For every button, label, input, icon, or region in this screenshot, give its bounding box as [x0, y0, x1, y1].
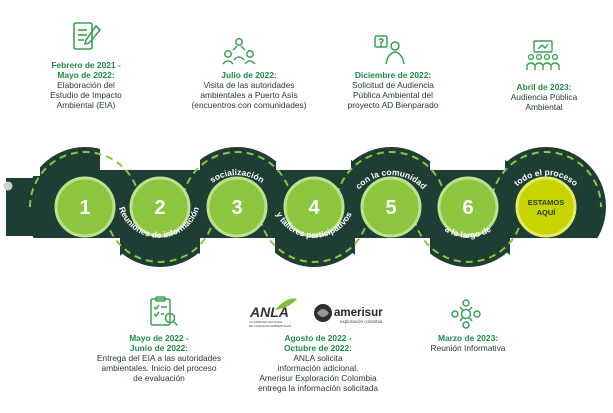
milestone-text: Audiencia Pública: [510, 92, 578, 102]
wave-mask: [355, 238, 430, 278]
wave-mask: [0, 238, 120, 278]
anla-name: ANLA: [249, 304, 289, 320]
milestone-may2022: Mayo de 2022 - Junio de 2022: Entrega de…: [84, 333, 234, 383]
milestone-abr2023: Abril de 2023: Audiencia Pública Ambient…: [496, 82, 592, 112]
milestone-date: Julio de 2022:: [221, 70, 277, 80]
milestone-text: Amerisur Exploración Colombia: [259, 373, 377, 383]
milestone-text: Reunión Informativa: [430, 343, 506, 353]
milestone-text: Entrega del EIA a las autoridades: [96, 353, 222, 363]
clipboard-search-icon: [150, 296, 179, 327]
milestone-text: ambientales a Puerto Asís: [200, 90, 298, 100]
dashed-guide: [29, 151, 602, 263]
question-person-icon: [374, 35, 405, 65]
milestone-text: Pública Ambiental del: [352, 90, 434, 100]
milestone-text: de evaluación: [133, 373, 185, 383]
milestone-date: Marzo de 2023:: [437, 333, 499, 343]
step-number: 1: [79, 197, 90, 219]
milestone-mar2023: Marzo de 2023: Reunión Informativa: [414, 333, 522, 353]
audience-presentation-icon: [526, 40, 560, 70]
milestone-text: Ambiental (EIA): [56, 100, 116, 110]
badge-line: AQUÍ: [537, 208, 557, 217]
milestone-date: Febrero de 2021 -: [51, 60, 121, 70]
milestone-text: Solicitud de Audiencia: [352, 80, 434, 90]
anla-subtitle: DE LICENCIAS AMBIENTALES: [249, 324, 291, 328]
band-label: a lo largo de: [443, 224, 493, 240]
step-3: 3: [206, 176, 268, 238]
estamos-aqui-badge: ESTAMOS AQUÍ: [515, 176, 577, 238]
milestone-feb2021: Febrero de 2021 - Mayo de 2022: Elaborac…: [30, 60, 142, 110]
step-2: 2: [129, 176, 191, 238]
step-number: 6: [462, 197, 473, 219]
milestone-date: Mayo de 2022 -: [129, 333, 189, 343]
milestone-dic2022: Diciembre de 2022: Solicitud de Audienci…: [337, 70, 449, 110]
step-4: 4: [283, 176, 345, 238]
step-circle: [129, 176, 191, 238]
anla-subtitle: AUTORIDAD NACIONAL: [249, 320, 283, 324]
milestone-text: (encuentros con comunidades): [191, 100, 307, 110]
step-1: 1: [54, 176, 116, 238]
milestone-date: Junio de 2022:: [129, 343, 189, 353]
milestone-text: entrega la información solicitada: [257, 383, 379, 393]
milestone-text: proyecto AD Bienparado: [347, 100, 439, 110]
team-meeting-icon: [451, 299, 481, 329]
milestone-date: Diciembre de 2022:: [354, 70, 432, 80]
wave-mask: [200, 238, 275, 278]
milestone-text: Ambiental: [525, 102, 563, 112]
milestone-text: ambientales. Inicio del proceso: [101, 363, 217, 373]
band-label-path: a lo largo de: [443, 224, 493, 240]
document-pen-icon: [73, 22, 101, 50]
amerisur-logo: amerisur exploración colombia: [314, 304, 383, 324]
milestone-date: Mayo de 2022:: [57, 70, 115, 80]
badge-line: ESTAMOS: [528, 198, 565, 207]
timeline-start-dot: [3, 181, 13, 191]
milestone-date: Abril de 2023:: [516, 82, 572, 92]
wave-mask: [510, 238, 613, 278]
step-circle: [206, 176, 268, 238]
milestone-text: Visita de las autoridades: [203, 80, 295, 90]
milestone-text: Elaboración del: [57, 80, 115, 90]
milestone-text: Estudio de Impacto: [50, 90, 122, 100]
amerisur-name: amerisur: [334, 307, 383, 319]
milestone-date: Octubre de 2022:: [284, 343, 352, 353]
step-number: 5: [385, 197, 396, 219]
step-circle: [437, 176, 499, 238]
wave-mask: [0, 140, 40, 176]
step-number: 4: [308, 197, 320, 219]
milestone-jul2022: Julio de 2022: Visita de las autoridades…: [180, 70, 318, 110]
milestone-date: Agosto de 2022 -: [284, 333, 352, 343]
step-circle: [283, 176, 345, 238]
badge-circle: [515, 176, 577, 238]
anla-logo: ANLA AUTORIDAD NACIONAL DE LICENCIAS AMB…: [249, 298, 297, 328]
milestone-text: ANLA solicita: [293, 353, 343, 363]
step-6: 6: [437, 176, 499, 238]
wave-mask: [276, 140, 351, 170]
wave-mask: [430, 140, 505, 170]
step-5: 5: [360, 176, 422, 238]
milestone-text: información adicional.: [277, 363, 359, 373]
step-number: 3: [231, 197, 242, 219]
amerisur-subtitle: exploración colombia: [340, 319, 383, 324]
milestone-ago2022: Agosto de 2022 - Octubre de 2022: ANLA s…: [244, 333, 392, 393]
people-network-icon: [222, 38, 256, 65]
step-circle: [54, 176, 116, 238]
step-circle: [360, 176, 422, 238]
step-number: 2: [154, 197, 165, 219]
wave-mask: [100, 140, 200, 170]
anla-leaf-mark: [275, 298, 297, 310]
